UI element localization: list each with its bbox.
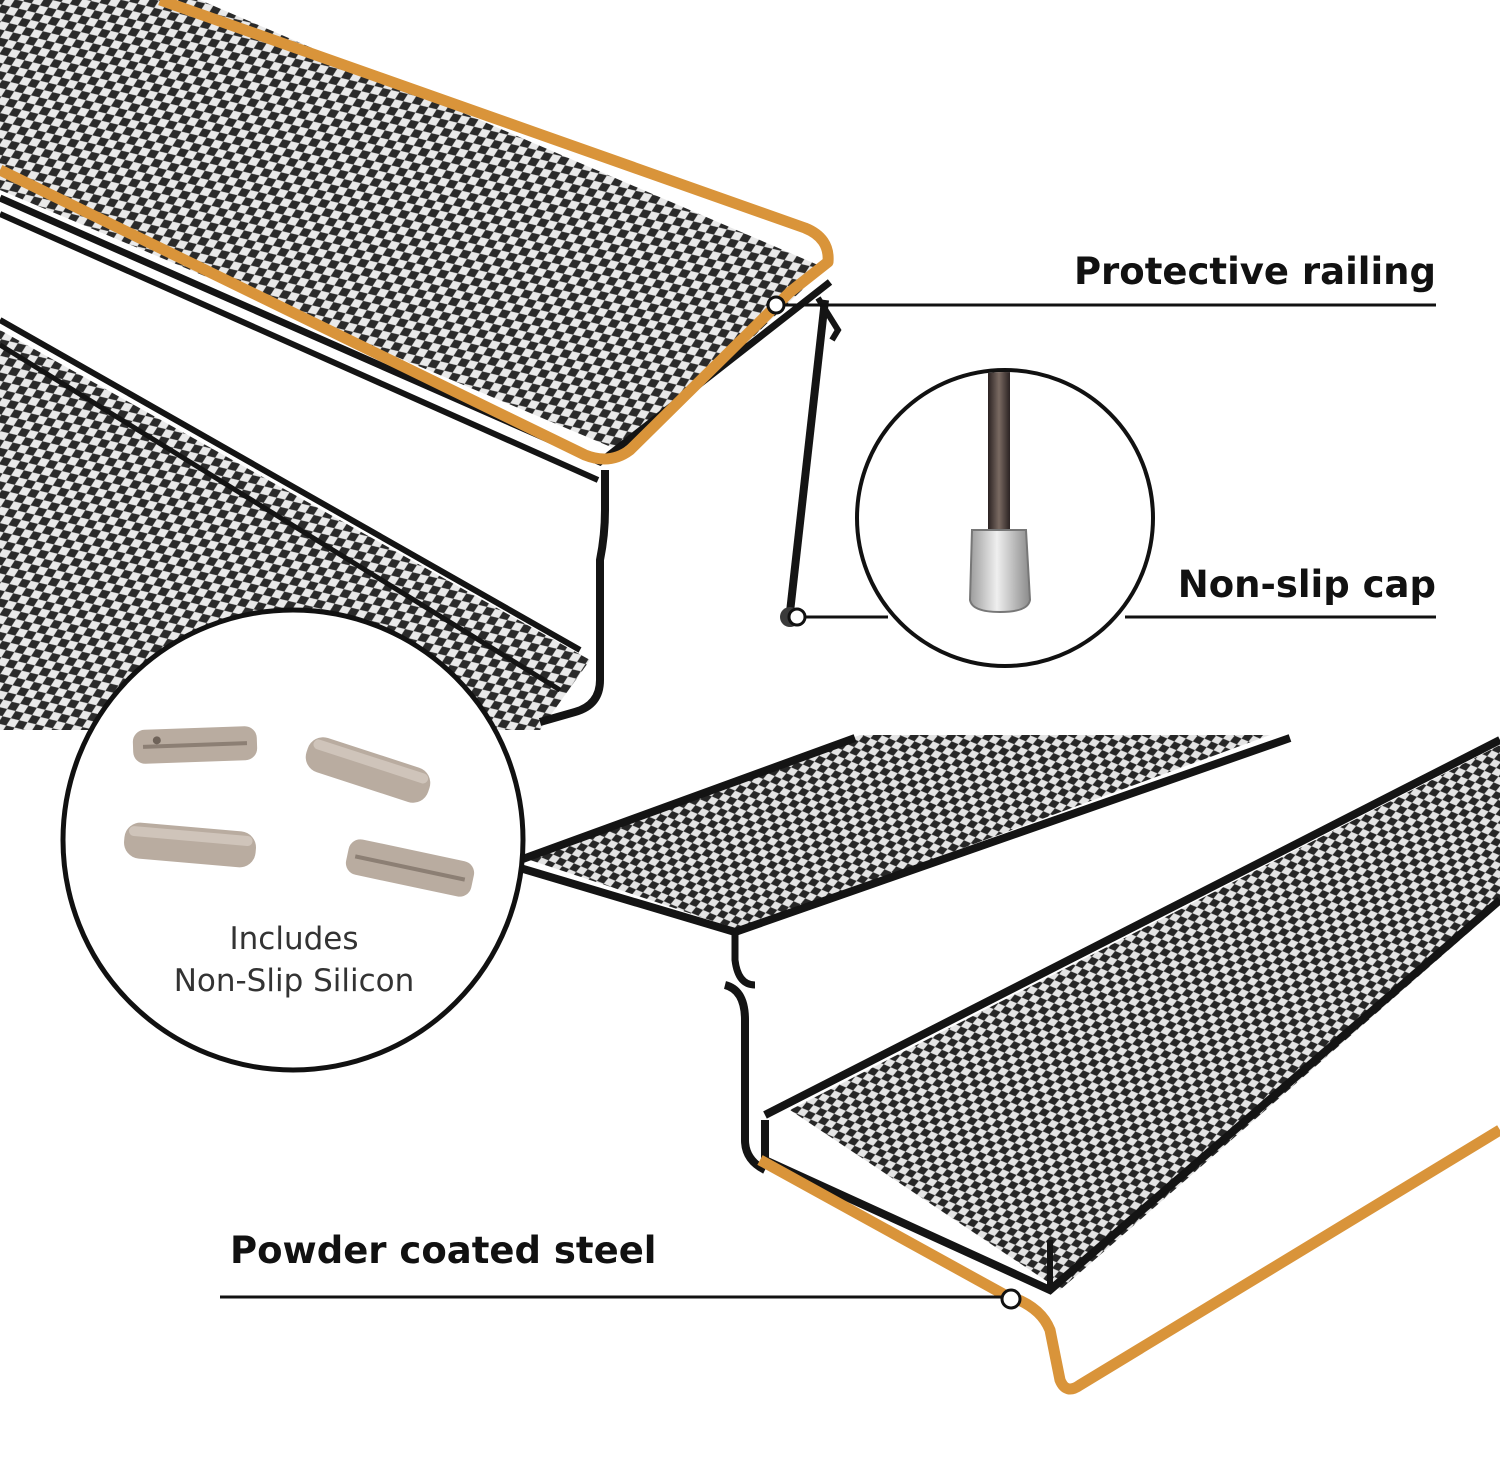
upper-shelf-mesh	[0, 0, 825, 455]
inset-caption-line2: Non-Slip Silicon	[173, 963, 415, 999]
non-slip-cap-inset	[855, 368, 1155, 668]
back-leg	[786, 299, 829, 613]
silicon-piece-1	[132, 726, 258, 764]
lower-step-mesh	[790, 745, 1500, 1290]
protective-railing	[0, 0, 834, 465]
inset-caption-line1: Includes	[229, 921, 359, 957]
non-slip-cap-label: Non-slip cap	[1177, 563, 1436, 606]
powder-coated-steel-label: Powder coated steel	[230, 1229, 657, 1272]
top-step-mesh	[530, 735, 1270, 930]
silicon-pieces-inset	[60, 607, 526, 1073]
silicon-piece-4	[345, 839, 475, 897]
upper-shelf-photo	[0, 0, 1436, 730]
lower-shelf-mesh	[0, 330, 590, 730]
silicon-piece-3	[124, 822, 256, 868]
silicon-piece-2	[305, 737, 431, 803]
protective-railing-label: Protective railing	[1073, 250, 1436, 293]
front-leg	[538, 470, 609, 726]
stepped-shelf-photo	[220, 734, 1500, 1395]
